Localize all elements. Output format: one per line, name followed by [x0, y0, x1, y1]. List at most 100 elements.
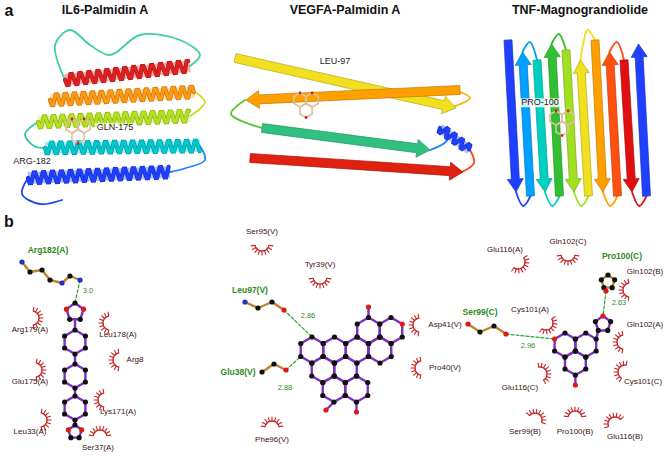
atom — [83, 399, 88, 404]
hydrophobic-spike — [574, 407, 575, 411]
atom — [255, 305, 260, 310]
atom — [377, 334, 382, 339]
bond-distance: 3.0 — [82, 287, 94, 295]
helix-coil — [50, 87, 194, 105]
atom — [81, 307, 86, 312]
atom — [343, 380, 348, 385]
hydrophobic-spike — [99, 322, 103, 323]
hydrophobic-spike — [524, 265, 528, 267]
hydrogen-bond — [506, 334, 555, 339]
hydrophobic-spike — [268, 418, 269, 422]
hydrophobic-spike — [319, 284, 320, 288]
helix-band — [45, 140, 200, 154]
hydrophobic-spike — [95, 402, 99, 403]
panel-title: IL6-Palmidin A — [62, 4, 148, 17]
atom — [389, 341, 394, 346]
hydrophobic-spike — [564, 261, 565, 265]
atom — [573, 348, 578, 353]
atom — [389, 354, 394, 359]
residue-callout: PRO-100 — [519, 98, 561, 107]
atom — [83, 118, 86, 121]
hydrophobic-spike — [417, 358, 419, 361]
atom — [309, 373, 314, 378]
hydrophobic-arc — [542, 319, 553, 330]
ligand-stick — [66, 130, 72, 134]
bond-layer — [22, 262, 615, 438]
hydrophobic-spike — [620, 417, 623, 420]
ligand-stick — [312, 104, 318, 108]
hydrophobic-spike — [99, 426, 100, 430]
atom — [62, 367, 67, 372]
hydrophobic-spike — [581, 413, 584, 415]
atom — [332, 373, 337, 378]
panel-letter: b — [4, 214, 14, 231]
hydrophobic-spike — [264, 251, 265, 255]
ligand-stick — [317, 97, 319, 104]
hydrophobic-spike — [544, 364, 546, 367]
atom — [567, 110, 570, 113]
atom — [83, 411, 88, 416]
hydrophobic-spike — [547, 376, 551, 377]
atom — [72, 327, 77, 332]
helix-coil — [65, 61, 188, 85]
atom — [281, 307, 286, 312]
helix-coil — [45, 141, 200, 153]
ligand-stick — [550, 122, 556, 126]
ligand-stick — [573, 115, 575, 122]
hydrophobic-spike — [267, 249, 270, 252]
panel-title: TNF-Magnograndiolide — [512, 4, 648, 17]
atom — [583, 330, 588, 335]
hydrophobic-spike — [45, 425, 48, 428]
atom — [331, 399, 336, 404]
ligand-stick — [556, 122, 562, 126]
atom — [320, 380, 325, 385]
il6-cartoon — [22, 30, 205, 204]
atom — [72, 385, 77, 390]
residue-callout: ARG-182 — [11, 157, 53, 166]
hydrophobic-spike — [40, 375, 43, 378]
helix-band — [437, 124, 472, 153]
hydrophobic-spike — [112, 365, 115, 368]
atom — [83, 367, 88, 372]
ligand-stick — [72, 130, 78, 134]
atom — [343, 354, 348, 359]
hydrophobic-arcs — [33, 245, 629, 436]
atom — [72, 417, 77, 422]
atom — [332, 360, 337, 365]
hydrophobic-spike — [115, 350, 117, 353]
atom — [320, 380, 325, 385]
atom — [605, 328, 610, 333]
residue-label: Glu175(A) — [12, 378, 48, 386]
helix-band — [64, 60, 190, 86]
hydrophobic-spike — [605, 426, 609, 427]
hydrophobic-spike — [539, 410, 541, 413]
atom — [354, 373, 359, 378]
atom — [64, 307, 69, 312]
atom — [343, 341, 348, 346]
hydrophobic-spike — [552, 326, 556, 328]
hydrophobic-spike — [412, 318, 415, 321]
hydrophobic-spike — [628, 297, 630, 301]
atom — [583, 354, 588, 359]
atom — [283, 367, 288, 372]
atom — [72, 351, 77, 356]
ligand-stick — [562, 122, 568, 126]
hydrophobic-spike — [313, 282, 316, 285]
atom — [299, 92, 302, 95]
hydrophobic-spike — [561, 259, 564, 262]
atom — [388, 315, 393, 320]
atom — [366, 341, 371, 346]
helix-coil — [28, 167, 169, 183]
hydrophobic-spike — [622, 283, 625, 286]
residue-label: Pro40(V) — [429, 364, 461, 372]
residue-label: Cys101(A) — [511, 306, 549, 314]
hydrophobic-spike — [523, 267, 526, 270]
beta-strand — [250, 154, 463, 181]
ligand-stick — [561, 115, 563, 122]
atom — [331, 373, 336, 378]
atom — [355, 334, 360, 339]
hydrophobic-spike — [614, 338, 618, 339]
hydrophobic-spike — [628, 279, 630, 283]
ligand-stick — [72, 130, 78, 134]
hydrophobic-spike — [39, 320, 43, 321]
